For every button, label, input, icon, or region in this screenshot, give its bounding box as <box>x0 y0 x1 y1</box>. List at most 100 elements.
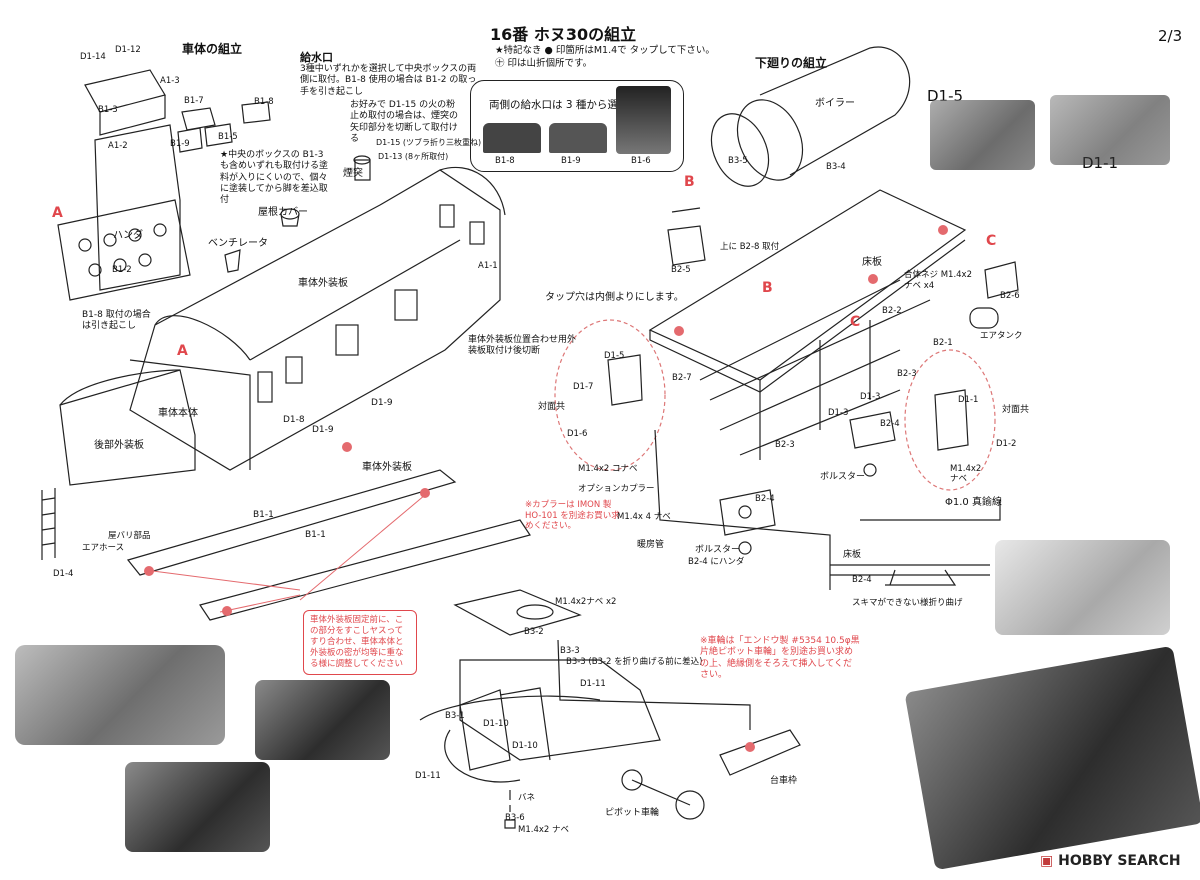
option-label-b18: B1-8 <box>495 156 515 166</box>
part-label: B2-3 <box>775 440 795 450</box>
feed-port-heading: 給水口 <box>300 51 333 64</box>
gap-note: スキマができない様折り曲げ <box>852 598 963 608</box>
part-label: B2-4 <box>755 494 775 504</box>
part-label: D1-9 <box>312 425 334 435</box>
b28-note: 上に B2-8 取付 <box>720 242 780 252</box>
part-label: D1-12 <box>115 45 141 55</box>
air-tank-label: エアタンク <box>980 331 1023 341</box>
part-label: D1-3 <box>828 408 849 418</box>
d115-note: D1-15 (ツブラ折り三枚重ね) <box>376 138 482 147</box>
option-coupler-label: オプションカプラー <box>578 484 655 494</box>
handle-label: ハンダ <box>113 230 143 241</box>
part-label: D1-1 <box>958 395 979 405</box>
option-b18-image <box>483 123 541 153</box>
tap-note: タップ穴は内側よりにします。 <box>545 292 684 303</box>
photo-truck-b <box>125 762 270 852</box>
opposite-label-a: 対面共 <box>538 402 566 412</box>
photo-part-d15 <box>930 100 1035 170</box>
marker-a: A <box>52 205 63 221</box>
part-label: B1-8 <box>254 97 274 107</box>
part-label: B2-5 <box>671 265 691 275</box>
marker-b: B <box>684 174 695 190</box>
tap-point <box>420 488 430 498</box>
marker-a: A <box>177 343 188 359</box>
panel-adjust-note: 車体外装板固定前に、この部分をすこしヤスってすり合わせ、車体本体と外装板の密が均… <box>303 610 417 676</box>
part-label: D1-2 <box>996 439 1017 449</box>
boiler-label: ボイラー <box>815 98 855 109</box>
floor-label-2: 床板 <box>843 550 862 560</box>
tap-point <box>674 326 684 336</box>
b33-note: B3-3 (B3-2 を折り曲げる前に差込) <box>566 657 703 667</box>
part-label: B2-3 <box>897 369 917 379</box>
option-label-b19: B1-9 <box>561 156 581 166</box>
tap-point <box>222 606 232 616</box>
m14x4-label: M1.4x 4 ナベ <box>617 512 671 522</box>
part-label: A1-3 <box>160 76 180 86</box>
section-underframe-assembly: 下廻りの組立 <box>755 56 828 70</box>
part-label: B1-7 <box>184 96 204 106</box>
part-label: D1-14 <box>80 52 106 62</box>
page-number: 2/3 <box>1158 27 1183 45</box>
wire-label: Φ1.0 真鍮線 <box>945 497 1002 508</box>
logo-mark-icon: ▣ <box>1040 853 1054 869</box>
part-label: B3-6 <box>505 813 525 823</box>
tap-point <box>342 442 352 452</box>
part-label: B3-4 <box>826 162 846 172</box>
part-label: D1-6 <box>567 429 588 439</box>
part-label: B2-1 <box>933 338 953 348</box>
feed-port-text: 3種中いずれかを選択して中央ボックスの両側に取付。B1-8 使用の場合は B1-… <box>300 64 477 97</box>
b18-note: B1-8 取付の場合は引き起こし <box>82 310 151 332</box>
heater-pipe-label: 暖房管 <box>637 540 665 550</box>
subtitle-line1: ★特記なき ● 印箇所はM1.4で タップして下さい。 <box>495 45 715 56</box>
part-label: B2-7 <box>672 373 692 383</box>
part-label: B2-4 <box>852 575 872 585</box>
marker-c: C <box>986 233 997 249</box>
tap-point <box>144 566 154 576</box>
position-note: 車体外装板位置合わせ用外装板取付け後切断 <box>468 335 577 357</box>
part-label: D1-9 <box>371 398 393 408</box>
body-main-label: 車体本体 <box>158 408 198 419</box>
roof-cover-label: 屋根カバー <box>258 207 308 218</box>
part-label: B1-5 <box>218 132 238 142</box>
photo-underframe-assembled <box>995 540 1170 635</box>
tap-point <box>745 742 755 752</box>
photo-truck-a <box>255 680 390 760</box>
spring-label: バネ <box>518 793 536 803</box>
part-label: B3-2 <box>524 627 544 637</box>
part-label: D1-11 <box>580 679 606 689</box>
marker-b: B <box>762 280 773 296</box>
b24-solder-label: B2-4 にハンダ <box>688 557 745 567</box>
tap-point <box>938 225 948 235</box>
subtitle-line2: ㊉ 印は山折個所です。 <box>495 58 593 69</box>
part-label: B2-4 <box>880 419 900 429</box>
rear-panel-label: 後部外装板 <box>94 440 144 451</box>
bolster-label-2: ボルスター <box>695 545 741 555</box>
part-label: D1-11 <box>415 771 441 781</box>
feed-port-options-box: 両側の給水口は 3 種から選択 B1-8 B1-9 B1-6 <box>470 80 684 172</box>
ventilator-label: ベンチレータ <box>208 238 268 249</box>
part-label: D1-10 <box>512 741 538 751</box>
floor-label: 床板 <box>862 257 882 268</box>
tap-point <box>868 274 878 284</box>
option-b19-image <box>549 123 607 153</box>
section-body-assembly: 車体の組立 <box>182 42 243 56</box>
screw-d14-label: M1.4x2 コナベ <box>578 464 638 474</box>
chimney-label: 煙突 <box>343 168 363 179</box>
outer-panel-label: 車体外装板 <box>298 278 348 289</box>
pivot-wheel-label: ピボット車輪 <box>605 808 660 818</box>
fit-screw-note: 合体ネジ M1.4x2ナベ x4 <box>904 270 972 291</box>
part-label: B1-1 <box>305 530 326 540</box>
stove-note: お好みで D1-15 の火の粉止め取付の場合は、煙突の矢印部分を切断して取付ける <box>350 100 459 144</box>
part-label: B3-3 <box>560 646 580 656</box>
part-label: B1-3 <box>98 105 118 115</box>
option-b16-image <box>616 86 671 154</box>
option-label-b16: B1-6 <box>631 156 651 166</box>
part-label: A1-2 <box>108 141 128 151</box>
part-label: D1-7 <box>573 382 594 392</box>
outer-panel-label-2: 車体外装板 <box>362 462 412 473</box>
part-label: D1-8 <box>283 415 305 425</box>
part-label: D1-4 <box>53 569 74 579</box>
part-label: B1-1 <box>253 510 274 520</box>
handrail-label: 屋バリ部品 <box>108 531 151 541</box>
